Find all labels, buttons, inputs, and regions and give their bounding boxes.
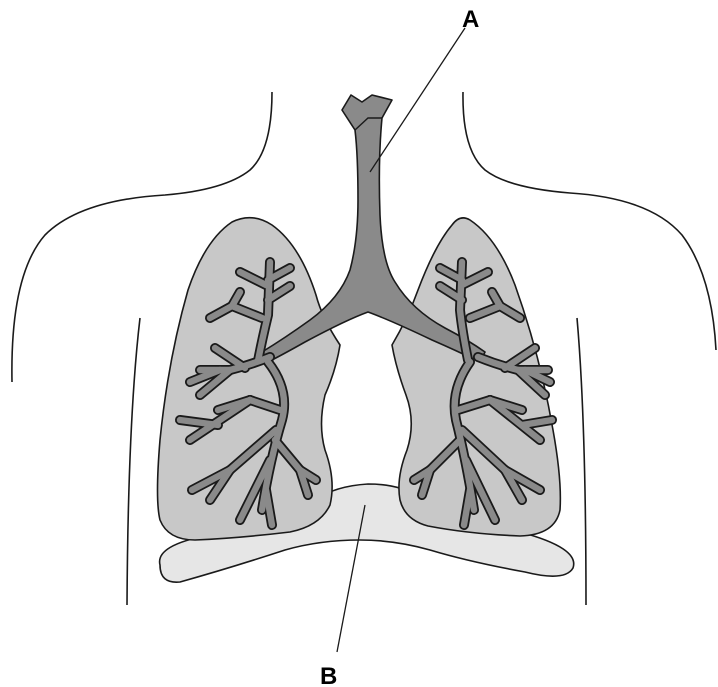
torso-side-right bbox=[577, 318, 586, 605]
label-a: A bbox=[462, 6, 479, 33]
torso-side-left bbox=[127, 318, 140, 605]
label-b: B bbox=[320, 663, 337, 687]
